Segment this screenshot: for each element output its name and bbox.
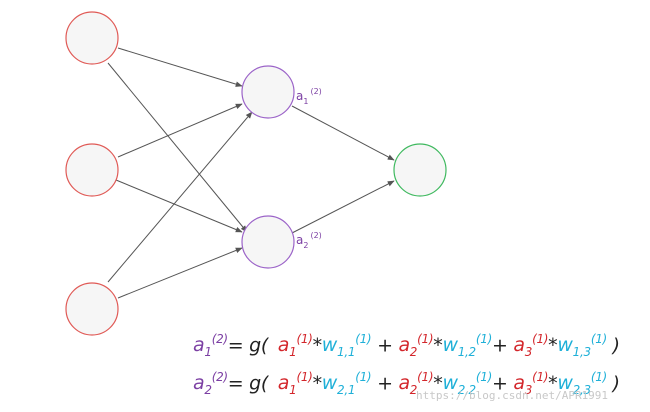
hidden-node-1 — [241, 65, 295, 119]
input-node-2 — [65, 143, 119, 197]
eq1-plus-1: + — [377, 334, 393, 357]
eq1-plus-2: + — [492, 334, 508, 357]
watermark: https://blog.csdn.net/APR1991 — [416, 389, 609, 402]
eq1-term-2: a2(1)*w1,2(1) — [398, 332, 492, 360]
edge-input1-hidden2 — [107, 62, 248, 233]
equation-2: a2(2)= g( a1(1)*w2,1(1) + a2(1)*w2,2(1)+… — [193, 370, 620, 398]
eq2-lhs: a2(2) — [193, 370, 228, 398]
eq2-plus-1: + — [377, 372, 393, 395]
eq1-close: ) — [612, 334, 620, 357]
eq2-equals: = g( — [227, 372, 269, 395]
edge-hidden1-output — [291, 105, 395, 161]
eq1-term-1: a1(1)*w1,1(1) — [277, 332, 372, 360]
equation-1: a1(2)= g( a1(1)*w1,1(1) + a2(1)*w1,2(1)+… — [193, 332, 620, 360]
edge-input1-hidden1 — [117, 47, 243, 87]
output-layer — [393, 143, 447, 197]
hidden-layer — [241, 65, 295, 269]
input-node-1 — [65, 11, 119, 65]
eq2-term-2: a2(1)*w2,2(1) — [398, 370, 492, 398]
edge-input3-hidden2 — [117, 247, 243, 299]
edges — [107, 47, 395, 299]
input-node-3 — [65, 282, 119, 336]
eq2-close: ) — [612, 372, 620, 395]
input-layer — [65, 11, 119, 336]
eq1-term-3: a3(1)*w1,3(1) — [513, 332, 607, 360]
edge-input2-hidden2 — [115, 179, 243, 233]
edge-input2-hidden1 — [117, 103, 243, 158]
eq2-term-1: a1(1)*w2,1(1) — [277, 370, 372, 398]
edge-hidden2-output — [291, 180, 395, 234]
hidden-node-2 — [241, 215, 295, 269]
hidden-node-2-label: a2(2) — [296, 231, 322, 250]
eq2-term-3: a3(1)*w2,3(1) — [513, 370, 607, 398]
eq1-equals: = g( — [227, 334, 269, 357]
edge-input3-hidden1 — [107, 111, 253, 283]
eq1-lhs: a1(2) — [193, 332, 228, 360]
output-node — [393, 143, 447, 197]
eq2-plus-2: + — [492, 372, 508, 395]
hidden-node-1-label: a1(2) — [296, 87, 322, 106]
